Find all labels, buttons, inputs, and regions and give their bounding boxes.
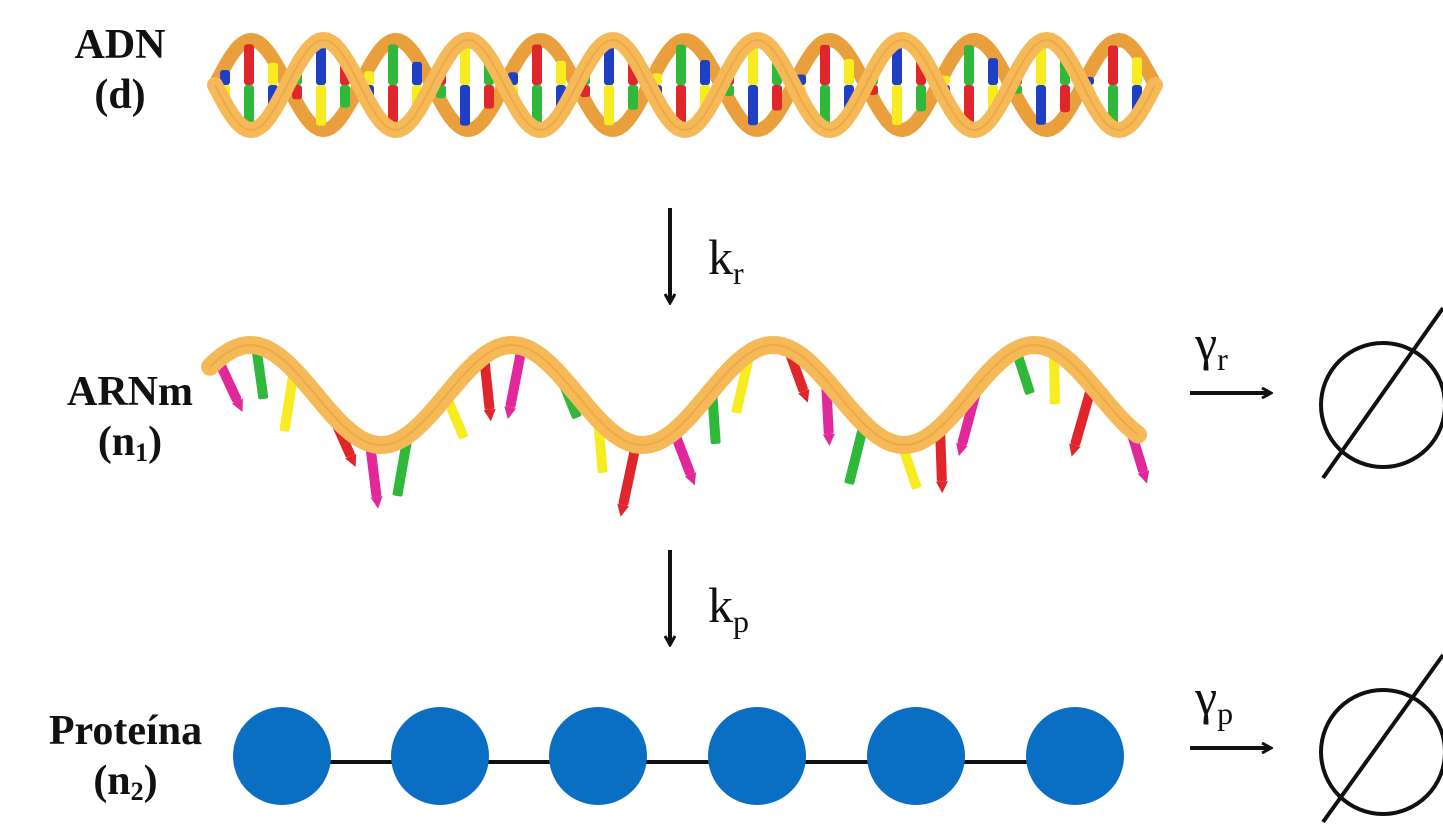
mrna-base [479,361,496,422]
mrna-base [444,399,468,440]
dna-base [964,45,974,85]
dna-base [988,58,998,85]
dna-base [532,85,542,126]
dna-base [676,44,686,85]
dna-base [604,44,614,85]
mrna-strand [201,335,1150,517]
dna-base [1108,85,1118,125]
dna-base [604,85,614,126]
dna-base [268,62,278,85]
dna-base [892,45,902,85]
dna-base [820,85,830,126]
dna-base [1132,57,1142,85]
mrna-base [392,440,412,497]
dna-base [412,61,422,85]
mrna-base [731,357,754,414]
dna-base [388,85,398,126]
dna-base [820,44,830,85]
amino-acid-bead [233,707,331,805]
mrna-base [707,395,721,445]
mrna-base [899,449,922,490]
dna-base [220,70,230,85]
dna-label: ADN (d) [50,20,190,120]
dna-symbol: (d) [94,72,146,118]
mrna-base [1013,354,1035,395]
mrna-base [1049,356,1060,405]
dna-base [1108,45,1118,85]
protein-degradation-empty-set-icon [1319,653,1443,824]
protein-label: Proteína (n2) [18,706,233,817]
mrna-base [504,351,526,420]
dna-base [1060,85,1070,113]
dna-base [1036,45,1046,85]
dna-base [748,85,758,126]
mrna-base [216,363,243,412]
amino-acid-bead [391,707,489,805]
mrna-base [365,448,383,509]
dna-double-helix [207,31,1163,139]
mrna-name: ARNm [67,369,193,415]
dna-base [460,44,470,85]
dna-base [964,85,974,125]
mrna-base [1069,390,1095,457]
dna-name: ADN [74,22,166,68]
dna-base [388,44,398,85]
mrna-base [785,352,810,403]
mrna-base [956,389,981,457]
dna-base [628,85,638,110]
dna-base [244,85,254,126]
dna-base [772,85,782,111]
protein-decay-rate-label: γp [1195,669,1234,731]
mrna-base [1127,432,1150,484]
dna-base [916,85,926,112]
mrna-base [252,350,269,400]
dna-base [532,44,542,85]
amino-acid-bead [867,707,965,805]
mrna-degradation-empty-set-icon [1319,306,1443,480]
dna-base [292,85,302,100]
mrna-symbol: (n1) [97,419,163,467]
transcription-rate-label: kr [708,229,744,291]
mrna-label: ARNm (n1) [30,367,230,478]
mrna-base [935,433,948,494]
mrna-base [844,428,867,485]
amino-acid-bead [708,707,806,805]
dna-base [244,44,254,85]
dna-strand-back [208,32,1162,138]
dna-base [340,85,350,108]
dna-base [892,85,902,125]
protein-symbol: (n2) [93,758,158,806]
mrna-base [672,435,697,486]
protein-name: Proteína [48,708,203,754]
protein-chain [233,707,1124,805]
translation-rate-label: kp [708,577,749,639]
dna-base [460,85,470,126]
amino-acid-bead [549,707,647,805]
dna-base [484,85,494,109]
amino-acid-bead [1026,707,1124,805]
dna-base [748,44,758,85]
dna-base [316,44,326,85]
mrna-decay-rate-label: γr [1195,315,1228,377]
dna-base [676,85,686,126]
mrna-base [279,375,298,432]
dna-base [316,85,326,126]
dna-base [1036,85,1046,125]
mrna-base [617,449,640,517]
dna-base [844,59,854,85]
dna-base [556,60,566,85]
dna-base [700,59,710,85]
